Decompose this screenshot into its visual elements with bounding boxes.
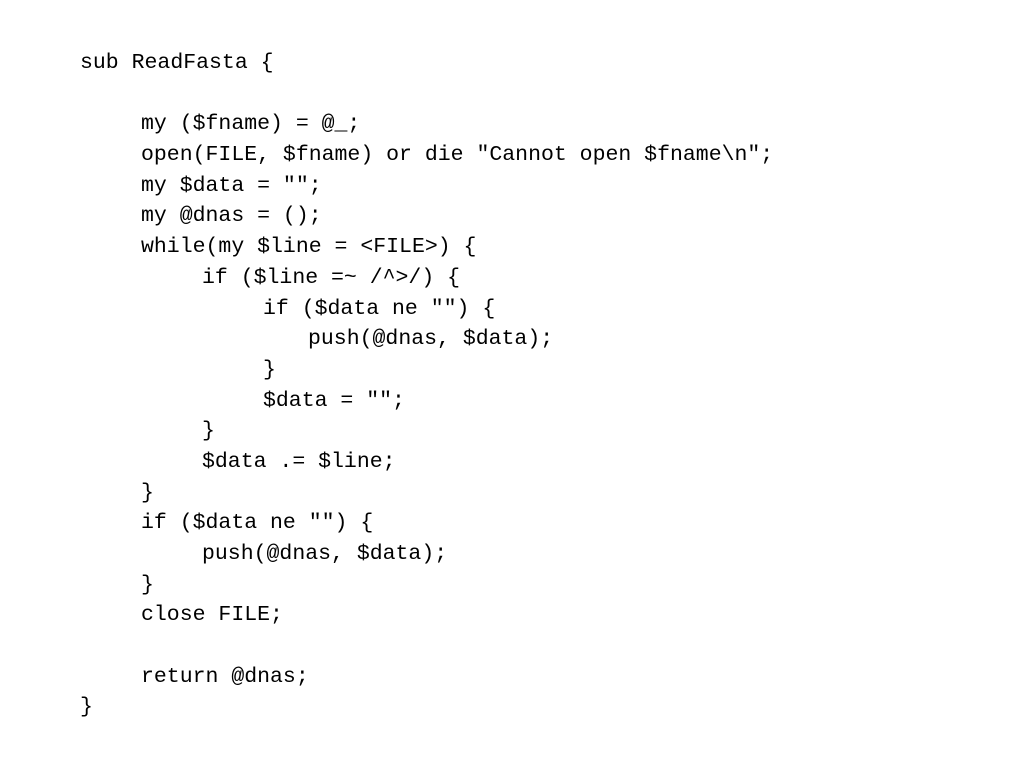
perl-code-block: sub ReadFasta { my ($fname) = @_; open(F… (80, 48, 773, 723)
code-line (80, 79, 773, 110)
code-line: if ($data ne "") { (141, 511, 374, 536)
code-line: $data = ""; (263, 388, 405, 413)
code-line: close FILE; (141, 603, 283, 628)
code-line: } (263, 357, 276, 382)
code-line (80, 631, 773, 662)
code-line: my ($fname) = @_; (141, 112, 361, 137)
code-line: } (202, 419, 215, 444)
code-line: } (80, 695, 93, 720)
code-line: return @dnas; (141, 664, 309, 689)
code-line: if ($line =~ /^>/) { (202, 265, 461, 290)
code-line: open(FILE, $fname) or die "Cannot open $… (141, 143, 774, 168)
code-line: push(@dnas, $data); (308, 327, 554, 352)
code-line: } (141, 572, 154, 597)
code-line: while(my $line = <FILE>) { (141, 235, 477, 260)
code-line: if ($data ne "") { (263, 296, 496, 321)
code-line: } (141, 480, 154, 505)
code-line: my $data = ""; (141, 173, 322, 198)
code-line: push(@dnas, $data); (202, 542, 448, 566)
code-line: my @dnas = (); (141, 204, 322, 229)
code-line: sub ReadFasta { (80, 51, 274, 75)
code-line: $data .= $line; (202, 449, 396, 474)
